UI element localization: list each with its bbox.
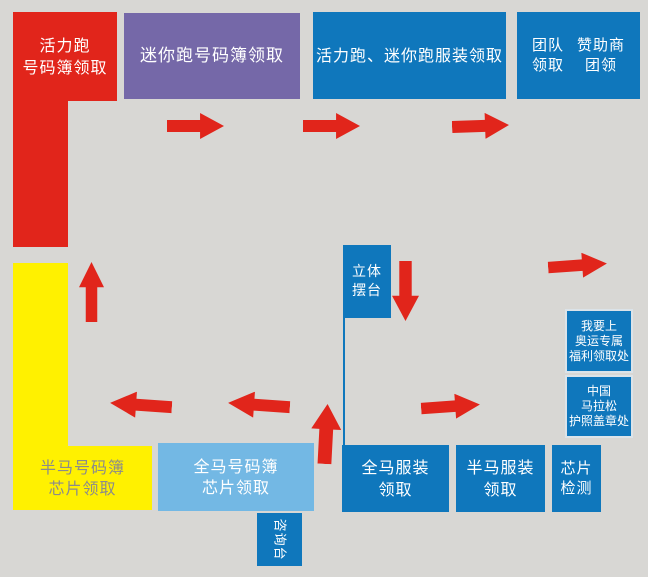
- station-huoli-bib: 活力跑 号码簿领取: [13, 12, 117, 101]
- station-olympic-welfare: 我要上 奥运专属 福利领取处: [565, 309, 633, 373]
- station-marathon-passport-label: 中国 马拉松 护照盖章处: [568, 384, 629, 428]
- station-half-bib-chip-label: 半马号码簿 芯片领取: [39, 457, 125, 498]
- station-team-pickup-label: 团队 领取: [531, 35, 564, 74]
- station-full-apparel-label: 全马服装 领取: [361, 458, 430, 499]
- station-team-sponsor: 团队 领取 赞助商 团领: [517, 12, 640, 99]
- station-full-apparel: 全马服装 领取: [342, 445, 449, 512]
- station-mini-bib-label: 迷你跑号码簿领取: [140, 45, 284, 66]
- flow-arrow-down: [392, 261, 419, 321]
- flow-arrow-right-1: [167, 113, 224, 139]
- station-olympic-welfare-label: 我要上 奥运专属 福利领取处: [568, 318, 629, 363]
- station-huoli-bib-wing: [13, 100, 68, 247]
- flow-arrow-right-exit: [547, 251, 608, 280]
- station-half-bib-chip: 半马号码簿 芯片领取: [13, 446, 152, 510]
- station-display-stand: 立体 摆台: [343, 245, 391, 318]
- flow-arrow-right-3: [452, 112, 510, 140]
- flow-arrow-right-4: [420, 392, 481, 421]
- station-info-desk-label: 咨询台: [272, 518, 288, 561]
- station-chip-test: 芯片 检测: [552, 445, 601, 512]
- station-huoli-mini-apparel-label: 活力跑、迷你跑服装领取: [315, 45, 503, 65]
- station-full-bib-chip: 全马号码簿 芯片领取: [158, 443, 314, 511]
- flow-arrow-up-left: [79, 262, 104, 322]
- display-stand-divider-line: [343, 318, 345, 445]
- flow-arrow-up-mid: [309, 403, 342, 464]
- flow-arrow-left-1: [109, 390, 173, 420]
- station-marathon-passport: 中国 马拉松 护照盖章处: [565, 375, 633, 438]
- station-mini-bib: 迷你跑号码簿领取: [124, 13, 300, 99]
- station-half-apparel-label: 半马服装 领取: [466, 458, 535, 499]
- station-display-stand-label: 立体 摆台: [352, 264, 382, 299]
- station-chip-test-label: 芯片 检测: [560, 458, 593, 497]
- station-half-bib-chip-wing: [13, 263, 68, 447]
- station-info-desk: 咨询台: [257, 513, 302, 566]
- station-half-apparel: 半马服装 领取: [456, 445, 545, 512]
- station-full-bib-chip-label: 全马号码簿 芯片领取: [193, 456, 279, 497]
- station-huoli-bib-label: 活力跑 号码簿领取: [22, 36, 108, 77]
- flow-arrow-right-2: [303, 113, 360, 139]
- flow-arrow-left-2: [227, 390, 291, 420]
- station-sponsor-group-label: 赞助商 团领: [577, 35, 626, 74]
- station-huoli-mini-apparel: 活力跑、迷你跑服装领取: [313, 12, 506, 99]
